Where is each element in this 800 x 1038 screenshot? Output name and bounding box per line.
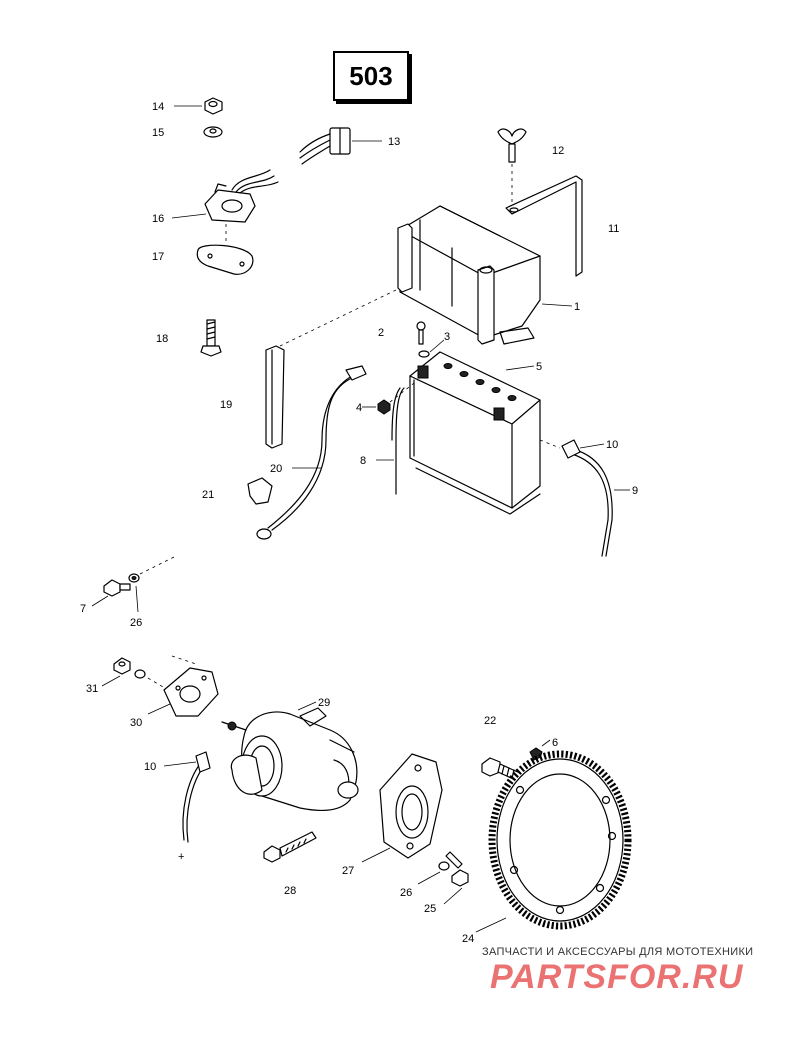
part-1-battery-box bbox=[397, 205, 541, 345]
callout-3: 3 bbox=[444, 331, 450, 343]
part-2-screw bbox=[416, 321, 426, 345]
part-7-bolt bbox=[103, 579, 131, 597]
part-15-washer bbox=[203, 126, 223, 138]
callout-5: 5 bbox=[536, 361, 542, 373]
part-28-bolt bbox=[263, 831, 317, 863]
part-24-ring-gear bbox=[488, 750, 632, 930]
callout-12: 12 bbox=[552, 145, 564, 157]
part-26-lockwasher-lower bbox=[438, 861, 450, 871]
part-19-strap bbox=[265, 345, 285, 449]
callout-26-upper: 26 bbox=[130, 617, 142, 629]
part-21-terminal-cap bbox=[247, 477, 273, 505]
part-30-gasket bbox=[163, 667, 219, 717]
part-18-screw bbox=[200, 319, 222, 357]
part-5-battery bbox=[409, 351, 541, 515]
part-17-gasket bbox=[196, 244, 254, 275]
callout-8: 8 bbox=[360, 455, 366, 467]
part-13-connector bbox=[299, 127, 351, 165]
callout-21: 21 bbox=[202, 489, 214, 501]
part-25-bolt bbox=[445, 851, 469, 887]
callout-30: 30 bbox=[130, 717, 142, 729]
part-12-wing-nut bbox=[497, 128, 527, 163]
part-27-plate bbox=[379, 753, 443, 859]
part-4-nut bbox=[377, 399, 391, 415]
callout-25: 25 bbox=[424, 903, 436, 915]
callout-10-upper: 10 bbox=[606, 439, 618, 451]
callout-13: 13 bbox=[388, 136, 400, 148]
callout-10-lower: 10 bbox=[144, 761, 156, 773]
part-8-vent-tube bbox=[391, 387, 405, 495]
watermark-tagline: ЗАПЧАСТИ И АКСЕССУАРЫ ДЛЯ МОТОТЕХНИКИ bbox=[482, 946, 754, 958]
part-10-terminal-boot bbox=[561, 439, 581, 459]
callout-11: 11 bbox=[608, 223, 619, 235]
plus-terminal-sign: + bbox=[178, 851, 184, 863]
callout-17: 17 bbox=[152, 251, 164, 263]
part-9-cable bbox=[571, 449, 613, 557]
callout-7: 7 bbox=[80, 603, 86, 615]
part-20-cable bbox=[256, 365, 367, 540]
callout-22: 22 bbox=[484, 715, 496, 727]
callout-20: 20 bbox=[270, 463, 282, 475]
callout-19: 19 bbox=[220, 399, 232, 411]
callout-27: 27 bbox=[342, 865, 354, 877]
callout-26-lower: 26 bbox=[400, 887, 412, 899]
part-29-starter-motor bbox=[221, 707, 359, 811]
part-11-bracket bbox=[505, 175, 583, 277]
callout-31: 31 bbox=[86, 683, 98, 695]
part-31-nut bbox=[113, 657, 146, 679]
callout-15: 15 bbox=[152, 127, 164, 139]
callout-28: 28 bbox=[284, 885, 296, 897]
watermark-logo: PARTSFOR.RU bbox=[490, 958, 744, 996]
part-14-nut bbox=[204, 97, 223, 115]
callout-24: 24 bbox=[462, 933, 474, 945]
callout-4: 4 bbox=[356, 402, 362, 414]
part-26-lockwasher bbox=[128, 573, 140, 583]
diagram-page-number: 503 bbox=[333, 51, 409, 101]
callout-29: 29 bbox=[318, 697, 330, 709]
callout-16: 16 bbox=[152, 213, 164, 225]
part-16-regulator bbox=[204, 169, 279, 223]
callout-14: 14 bbox=[152, 101, 164, 113]
callout-9: 9 bbox=[632, 485, 638, 497]
callout-2: 2 bbox=[378, 327, 384, 339]
callout-6: 6 bbox=[552, 737, 558, 749]
callout-1: 1 bbox=[574, 301, 580, 313]
part-10-wire bbox=[182, 751, 211, 843]
callout-18: 18 bbox=[156, 333, 168, 345]
part-3-washer bbox=[418, 350, 430, 358]
